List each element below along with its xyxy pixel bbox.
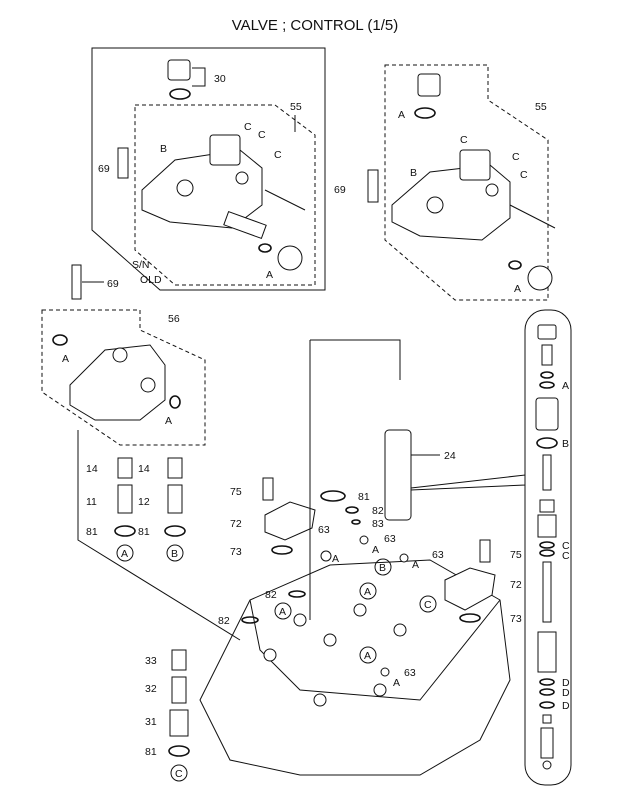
letter-c-old-2: C: [274, 149, 282, 161]
part-11-label: 11: [86, 496, 97, 508]
relief-valve-24: 24 81 82 83 63 A 63 A 63 A B A C A 82 82…: [218, 429, 526, 689]
part-73-label-b: 73: [510, 613, 522, 625]
letter-a-new-bottom: A: [514, 283, 521, 295]
port-a-circle-label: A: [121, 548, 128, 560]
letter-d-column-2: D: [562, 687, 570, 699]
assembly-56-group: 69 56 A A: [41, 264, 206, 446]
old-assembly-group: S/N OLD 30 55 69 A B C C C: [91, 47, 326, 291]
letter-c-column-1: C: [562, 540, 570, 552]
part-82-label-a: 82: [372, 505, 384, 517]
part-69-label-old: 69: [98, 163, 110, 175]
letter-b-new: B: [410, 167, 417, 179]
part-63-label-c: 63: [432, 549, 444, 561]
letter-a-63c: A: [412, 559, 419, 571]
part-63-label-d: 63: [404, 667, 416, 679]
letter-b-old: B: [160, 143, 167, 155]
part-56-label: 56: [168, 313, 180, 325]
left-pilot-parts: 14 14 11 12 81 81 A B: [86, 457, 186, 562]
port-a-circle-main-3: A: [364, 650, 371, 662]
part-81-label-c: 81: [358, 491, 370, 503]
port-a-circle-main-1: A: [364, 586, 371, 598]
letter-c-old-1: C: [258, 129, 266, 141]
part-72-label-b: 72: [510, 579, 522, 591]
part-14-label-a: 14: [86, 463, 98, 475]
letter-b-column: B: [562, 438, 569, 450]
port-a-circle-main-2: A: [279, 606, 286, 618]
port-b-circle-label: B: [171, 548, 178, 560]
part-69-label-56: 69: [107, 278, 119, 290]
part-31-label: 31: [145, 716, 157, 728]
part-55-label-old: 55: [290, 101, 302, 113]
bottom-left-parts: 33 32 31 81 C: [145, 649, 190, 782]
letter-c-new-1: C: [460, 134, 468, 146]
part-30-label: 30: [214, 73, 226, 85]
letter-d-column-1: D: [562, 677, 570, 689]
new-assembly-group: 55 A 69 A B C C C: [334, 64, 556, 301]
port-b-circle-main: B: [379, 562, 386, 574]
part-81-label-d: 81: [145, 746, 157, 758]
part-82-label-b: 82: [265, 589, 277, 601]
letter-c-old-3: C: [244, 121, 252, 133]
letter-a-old: A: [266, 269, 273, 281]
cover-plates: 75 72 73 75 72 73: [230, 477, 522, 625]
part-55-label-new: 55: [535, 101, 547, 113]
letter-a-63d: A: [393, 677, 400, 689]
part-32-label: 32: [145, 683, 157, 695]
part-14-label-b: 14: [138, 463, 150, 475]
part-75-label-b: 75: [510, 549, 522, 561]
part-82-label-c: 82: [218, 615, 230, 627]
part-72-label-a: 72: [230, 518, 242, 530]
port-c-circle-label: C: [175, 768, 183, 780]
letter-a-56-right: A: [165, 415, 172, 427]
main-valve-body: [199, 559, 511, 776]
letter-c-new-3: C: [520, 169, 528, 181]
letter-a-56-left: A: [62, 353, 69, 365]
part-12-label: 12: [138, 496, 150, 508]
letter-d-column-3: D: [562, 700, 570, 712]
part-75-label-a: 75: [230, 486, 242, 498]
part-73-label-a: 73: [230, 546, 242, 558]
part-83-label: 83: [372, 518, 384, 530]
part-33-label: 33: [145, 655, 157, 667]
letter-a-63a: A: [332, 553, 339, 565]
diagram-title: VALVE ; CONTROL (1/5): [232, 17, 398, 34]
part-81-label-a: 81: [86, 526, 98, 538]
letter-a-new-top: A: [398, 109, 405, 121]
part-81-label-b: 81: [138, 526, 150, 538]
part-63-label-b: 63: [384, 533, 396, 545]
part-63-label-a: 63: [318, 524, 330, 536]
letter-a-63b: A: [372, 544, 379, 556]
port-c-circle-main: C: [424, 599, 432, 611]
serial-note-sn: S/N: [132, 259, 150, 271]
part-24-label: 24: [444, 450, 456, 462]
letter-c-new-2: C: [512, 151, 520, 163]
leader-lines: [77, 339, 401, 641]
serial-note-old: OLD: [140, 274, 162, 286]
letter-c-column-2: C: [562, 550, 570, 562]
part-69-label-new: 69: [334, 184, 346, 196]
right-exploded-column: A B C C D D D: [524, 309, 572, 786]
letter-a-column: A: [562, 380, 569, 392]
